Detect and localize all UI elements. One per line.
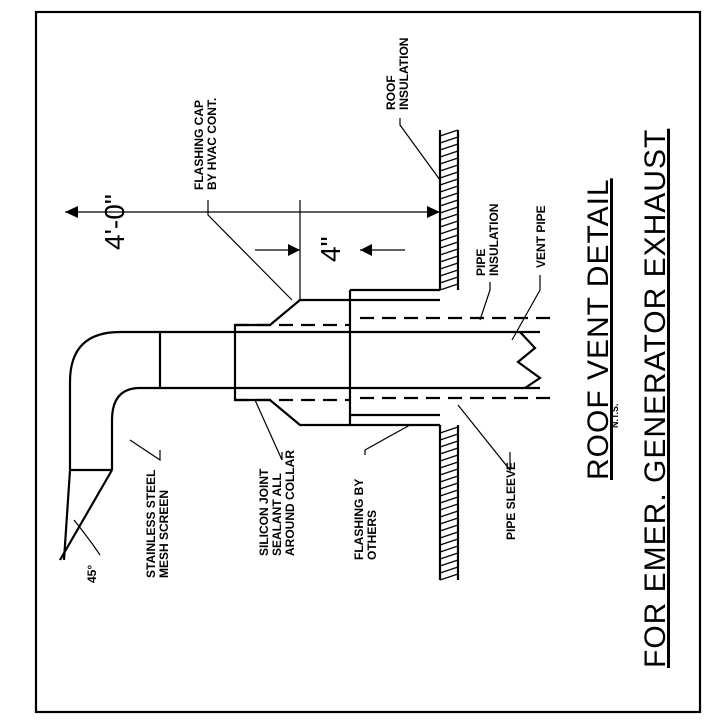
roof-hatch-line [439,475,459,483]
roof-hatch-line [439,545,459,553]
leaders [129,118,541,472]
angle-arc [73,519,101,556]
roof-hatch-line [439,220,459,228]
exhaust-elbow [59,330,162,561]
roof-hatch-line [439,276,459,284]
sheet-border [34,10,702,714]
roof-hatch-line [439,227,459,235]
dimension-overall [65,206,440,218]
roof-hatch-line [439,206,459,214]
roof-hatch-line [439,566,459,574]
label-roof-insulation-1: ROOF [384,75,398,110]
angle-label: 45° [85,565,99,583]
roof-hatch-line [439,573,459,581]
roof-hatch-line [439,503,459,511]
vent-pipe [160,330,542,390]
roof-hatch-line [439,171,459,179]
roof-hatch-line [439,510,459,518]
label-flashing-others-1: FLASHING BY [352,479,366,560]
roof-hatch-line [439,143,459,151]
pipe-sleeve [348,288,440,427]
roof-hatch-line [439,157,459,165]
dimension-small-label: 4" [315,236,346,262]
roof-hatch-line [439,255,459,263]
label-pipe-insulation-2: INSULATION [487,204,501,276]
label-flashing-cap-1: FLASHING CAP [192,100,206,190]
roof-hatch-line [439,552,459,560]
roof-hatch-line [439,136,459,144]
label-mesh-screen-2: MESH SCREEN [157,490,171,578]
pipe-insulation-lines [360,316,555,400]
scale-note: N.T.S. [610,403,620,428]
label-silicon-joint-1: SILICON JOINT [257,468,271,556]
label-pipe-sleeve: PIPE SLEEVE [504,462,518,540]
roof-hatch-line [439,440,459,448]
roof-hatch-line [439,241,459,249]
roof-hatch-line [439,433,459,441]
dimension-small [255,200,405,300]
roof-hatch-line [439,531,459,539]
roof-hatch-line [439,269,459,277]
roof-hatch-line [439,283,459,291]
roof-hatch-line [439,447,459,455]
roof-hatch-line [439,461,459,469]
roof-hatch-line [439,559,459,567]
title-line-2: FOR EMER. GENERATOR EXHAUST [639,129,672,668]
roof-hatch-line [439,234,459,242]
label-vent-pipe: VENT PIPE [534,205,548,268]
label-flashing-cap-2: BY HVAC CONT. [205,98,219,190]
roof-hatch-line [439,150,459,158]
roof-hatch-line [439,178,459,186]
roof-hatch-line [439,213,459,221]
label-silicon-joint-2: SEALANT ALL [270,473,284,556]
roof-hatch-line [439,164,459,172]
label-pipe-insulation-1: PIPE [474,249,488,276]
label-roof-insulation-2: INSULATION [397,38,411,110]
roof-hatch-line [439,482,459,490]
roof-hatch-line [439,129,459,137]
roof-deck [438,129,460,581]
roof-hatch-line [439,248,459,256]
roof-hatch-line [439,454,459,462]
roof-hatch-line [439,185,459,193]
roof-hatch-line [439,192,459,200]
roof-hatch-line [439,199,459,207]
flashing-cap [233,298,350,427]
roof-hatch-line [439,524,459,532]
roof-hatch-line [439,517,459,525]
dimension-overall-label: 4'-0" [99,194,130,250]
roof-hatch-line [439,262,459,270]
roof-hatch-line [439,496,459,504]
label-flashing-others-2: OTHERS [365,510,379,560]
roof-hatch-line [439,468,459,476]
label-mesh-screen-1: STAINLESS STEEL [144,470,158,578]
roof-hatch-line [439,538,459,546]
title-line-1: ROOF VENT DETAIL [582,178,615,480]
roof-hatch-line [439,426,459,434]
label-silicon-joint-3: AROUND COLLAR [283,450,297,556]
roof-hatch-line [439,489,459,497]
